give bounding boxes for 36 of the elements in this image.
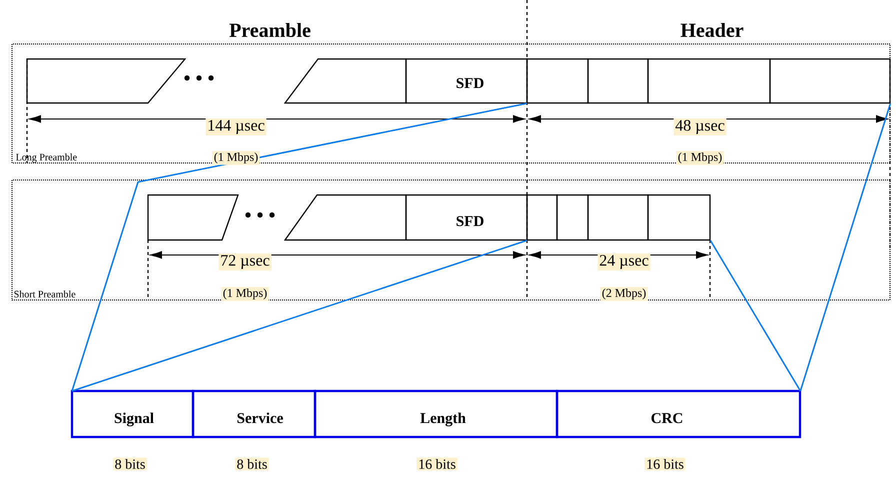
frame-cell: SFD [405, 58, 528, 104]
field-box: Signal [70, 390, 194, 438]
frame-cell [647, 58, 771, 104]
bit-count-label: 8 bits [235, 458, 269, 470]
connector-line [71, 102, 528, 392]
row-label: Short Preamble [14, 290, 76, 298]
duration-label: 48 µsec [674, 118, 726, 136]
frame-cell [26, 58, 186, 104]
frame-cell [526, 58, 589, 104]
frame-cell [647, 194, 711, 241]
rate-label: (1 Mbps) [676, 151, 724, 165]
frame-cell: SFD [405, 194, 528, 241]
field-box: Length [314, 390, 558, 438]
connector-line [710, 240, 802, 392]
frame-cell [587, 58, 649, 104]
rate-label: (1 Mbps) [212, 151, 260, 165]
heading: Header [680, 22, 744, 38]
bit-count-label: 16 bits [416, 458, 458, 470]
field-box: CRC [556, 390, 802, 438]
connector-line [72, 240, 528, 392]
frame-cell [587, 194, 649, 241]
frame-cell [556, 194, 589, 241]
duration-label: 144 µsec [206, 118, 266, 136]
rate-label: (1 Mbps) [221, 287, 269, 301]
bit-count-label: 16 bits [644, 458, 686, 470]
frame-cell [526, 194, 558, 241]
rate-label: (2 Mbps) [600, 287, 648, 301]
duration-label: 72 µsec [218, 254, 272, 270]
connector-line [800, 103, 892, 392]
frame-cell [769, 58, 891, 104]
duration-label: 24 µsec [598, 254, 650, 270]
bit-count-label: 8 bits [113, 458, 147, 470]
field-box: Service [192, 390, 316, 438]
row-label: Long Preamble [16, 153, 77, 163]
frame-cell [147, 194, 239, 241]
heading: Preamble [229, 22, 310, 38]
